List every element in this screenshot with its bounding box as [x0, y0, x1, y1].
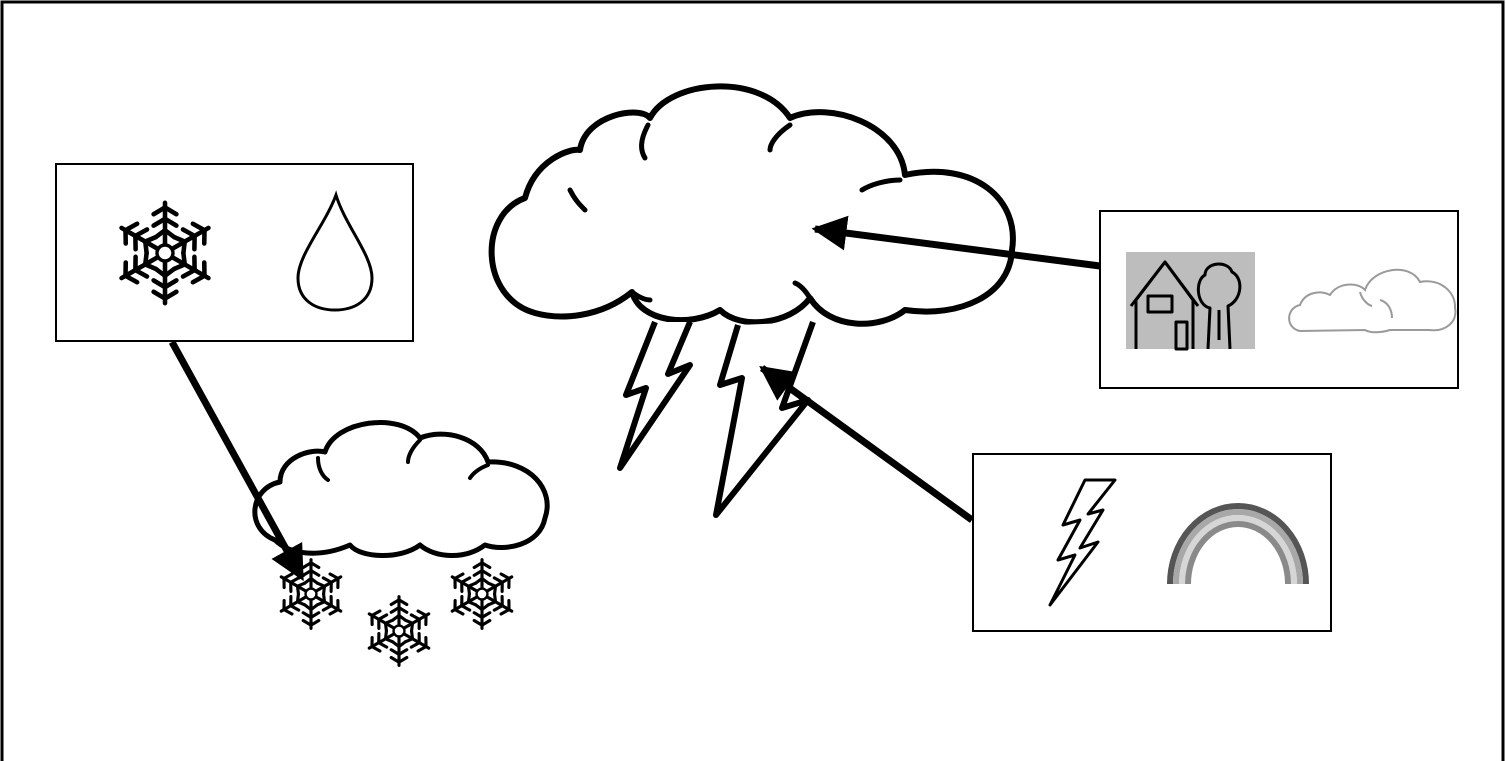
snowflake-icon	[448, 560, 515, 629]
lightning-bolt-left	[620, 322, 690, 468]
house-tree-icon	[1126, 252, 1255, 349]
snow-cloud	[255, 422, 547, 665]
storm-cloud	[492, 86, 1013, 515]
option-box-precipitation[interactable]	[56, 164, 413, 341]
arrow-precipitation-to-snowflakes	[172, 342, 302, 578]
option-box-lightning-rainbow[interactable]	[973, 454, 1331, 631]
arrow-lightning-rainbow-to-bolts	[762, 368, 972, 520]
snowflake-icon	[277, 560, 344, 629]
snow-cloud-outline	[255, 422, 547, 555]
lightning-bolt-right	[716, 322, 813, 515]
option-box-house-clouds[interactable]	[1100, 211, 1458, 388]
snowflake-icon	[365, 597, 432, 666]
storm-cloud-outline	[492, 86, 1013, 323]
